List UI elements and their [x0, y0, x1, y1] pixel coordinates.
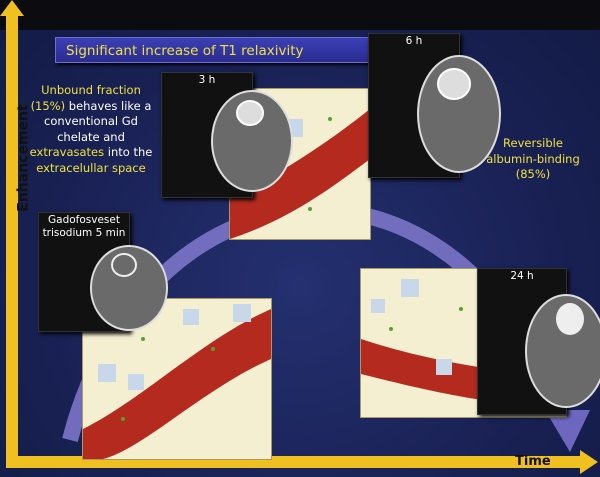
y-axis-arrowhead	[0, 0, 24, 16]
brain-scan-image	[90, 245, 168, 331]
mri-6h-label: 6 h	[405, 35, 423, 47]
arc-arrowhead	[545, 410, 590, 452]
mri-3h: 3 h	[161, 72, 293, 198]
title-banner: Significant increase of T1 relaxivity	[55, 37, 373, 63]
mri-6h: 6 h	[368, 33, 501, 178]
albumin-binding-text: Reversible albumin-binding (85%)	[486, 136, 580, 181]
brain-scan-image	[525, 294, 600, 408]
unbound-fraction-text: Unbound fraction (15%) behaves like a co…	[29, 83, 153, 175]
mri-24h: 24 h	[477, 268, 600, 415]
mri-24h-label: 24 h	[510, 270, 534, 282]
mri-3h-label: 3 h	[198, 74, 216, 86]
top-bar	[0, 0, 600, 30]
brain-scan-image	[417, 55, 501, 173]
x-axis-label: Time	[515, 454, 551, 469]
x-axis-arrowhead	[580, 450, 598, 474]
brain-scan-image	[211, 90, 293, 192]
y-axis	[6, 14, 18, 466]
